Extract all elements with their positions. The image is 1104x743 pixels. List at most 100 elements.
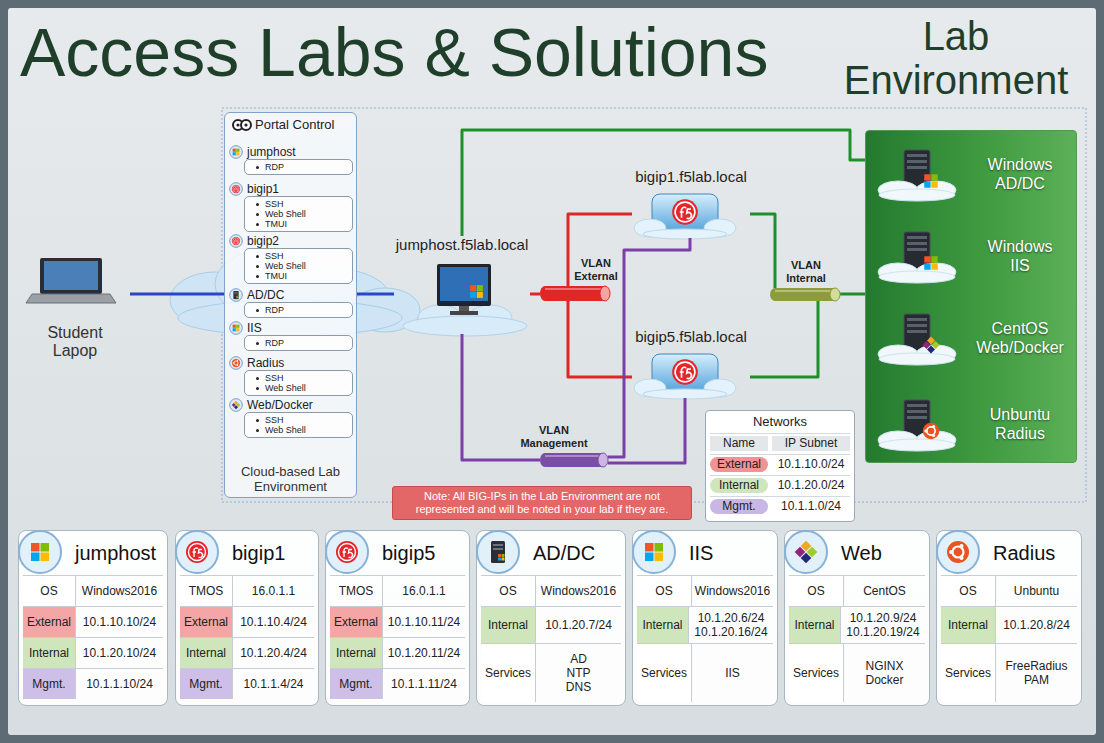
note-text: Note: All BIG-IPs in the Lab Environment… bbox=[399, 490, 685, 516]
network-link bbox=[608, 238, 690, 457]
server-icon bbox=[876, 146, 960, 202]
card-icon bbox=[474, 528, 522, 576]
table-row: Mgmt. 10.1.1.0/24 bbox=[710, 496, 850, 514]
access-method: SSH bbox=[265, 251, 349, 261]
field-name: Services bbox=[637, 644, 692, 702]
bullet-box: SSHWeb Shell bbox=[244, 370, 353, 396]
field-name: Mgmt. bbox=[23, 669, 76, 699]
student-laptop: Student Lapop bbox=[20, 250, 130, 370]
item-icon bbox=[229, 398, 243, 412]
bullet-box: SSHWeb ShellTMUI bbox=[244, 248, 353, 284]
portal-item: jumphostRDP bbox=[228, 145, 355, 175]
card-icon bbox=[630, 528, 678, 576]
vlan-cylinder: VLAN Internal bbox=[770, 288, 840, 301]
server-icon bbox=[876, 396, 960, 452]
network-link bbox=[530, 293, 540, 296]
host-node: bigip1.f5lab.local bbox=[632, 168, 750, 238]
value-cell: AD NTP DNS bbox=[536, 644, 621, 702]
host-card: jumphostOSWindows2016External10.1.10.10/… bbox=[18, 530, 168, 706]
item-heading: Radius bbox=[228, 356, 355, 370]
panel-footer: Cloud-based Lab Environment bbox=[225, 464, 356, 494]
field-value: 10.1.1.10/24 bbox=[86, 677, 153, 691]
subnet-value: 10.1.20.0/24 bbox=[772, 478, 850, 493]
access-method: Web Shell bbox=[265, 209, 349, 219]
card-icon bbox=[173, 528, 221, 576]
access-method: RDP bbox=[265, 305, 349, 315]
card-row: OSWindows2016 bbox=[23, 575, 163, 606]
host-name: bigip5.f5lab.local bbox=[632, 328, 750, 346]
portal-item: IISRDP bbox=[228, 321, 355, 351]
field-value: NGINX Docker bbox=[858, 659, 912, 687]
field-name: Services bbox=[789, 644, 844, 702]
field-name: Internal bbox=[941, 607, 996, 643]
server-group: Windows AD/DC Windows IIS CentOS Web/Docke… bbox=[865, 130, 1077, 463]
field-name: Internal bbox=[330, 638, 383, 668]
card-icon bbox=[323, 528, 371, 576]
access-method: SSH bbox=[265, 415, 349, 425]
card-row: Mgmt. 10.1.1.4/24 bbox=[180, 668, 314, 699]
card-row: External10.1.10.10/24 bbox=[23, 606, 163, 637]
card-heading: AD/DC bbox=[481, 541, 621, 565]
item-heading: bigip1 bbox=[228, 182, 355, 196]
card-row: Services IIS bbox=[637, 643, 773, 702]
access-method: RDP bbox=[265, 162, 349, 172]
server-icon bbox=[876, 310, 960, 366]
host-name: bigip1.f5lab.local bbox=[632, 168, 750, 186]
card-row: OSWindows2016 bbox=[637, 575, 773, 606]
field-name: External bbox=[180, 607, 233, 637]
column-header: Name bbox=[710, 436, 768, 451]
card-row: Internal10.1.20.11/24 bbox=[330, 637, 465, 668]
item-heading: bigip2 bbox=[228, 234, 355, 248]
table-row: Internal 10.1.20.0/24 bbox=[710, 475, 850, 493]
network-name: Mgmt. bbox=[710, 499, 768, 514]
field-name: Services bbox=[941, 644, 996, 702]
network-name: Internal bbox=[710, 478, 768, 493]
field-value: Windows2016 bbox=[541, 584, 616, 598]
field-name: External bbox=[23, 607, 76, 637]
card-icon bbox=[16, 528, 64, 576]
card-row: Services NGINX Docker bbox=[789, 643, 925, 702]
bullet-box: RDP bbox=[244, 302, 353, 318]
network-link bbox=[840, 293, 865, 296]
item-icon bbox=[229, 288, 243, 302]
card-heading: jumphost bbox=[23, 541, 163, 565]
field-value: Windows2016 bbox=[82, 584, 157, 598]
card-row: Internal10.1.20.9/24 10.1.20.19/24 bbox=[789, 606, 925, 643]
server-name: Windows AD/DC bbox=[973, 155, 1068, 193]
card-row: Internal10.1.20.7/24 bbox=[481, 606, 621, 643]
access-method: Web Shell bbox=[265, 383, 349, 393]
network-link bbox=[568, 214, 632, 286]
host-node: bigip5.f5lab.local bbox=[632, 328, 750, 398]
field-name: Internal bbox=[481, 607, 536, 643]
field-name: Mgmt. bbox=[330, 669, 383, 699]
server-node: Unbuntu Radius bbox=[872, 393, 1070, 455]
field-name: Internal bbox=[180, 638, 233, 668]
value-cell: 10.1.20.8/24 bbox=[996, 607, 1077, 643]
value-cell: CentOS bbox=[844, 576, 925, 606]
field-value: 10.1.1.4/24 bbox=[243, 677, 303, 691]
network-link bbox=[130, 293, 224, 296]
field-value: 10.1.20.9/24 10.1.20.19/24 bbox=[841, 611, 925, 639]
field-name: Mgmt. bbox=[180, 669, 233, 699]
card-heading: bigip1 bbox=[180, 541, 314, 565]
field-value: AD NTP DNS bbox=[559, 652, 599, 694]
value-cell: 10.1.20.4/24 bbox=[233, 638, 314, 668]
value-cell: 16.0.1.1 bbox=[383, 576, 465, 606]
value-cell: 10.1.20.11/24 bbox=[383, 638, 465, 668]
host-name: jumphost.f5lab.local bbox=[394, 236, 530, 254]
field-value: IIS bbox=[725, 666, 740, 680]
field-value: FreeRadius PAM bbox=[1001, 659, 1073, 687]
host-card: WebOSCentOSInternal10.1.20.9/24 10.1.20.… bbox=[784, 530, 930, 706]
table-heading: Networks bbox=[710, 414, 850, 430]
server-name: Windows IIS bbox=[983, 237, 1058, 275]
subnet-value: 10.1.1.0/24 bbox=[772, 499, 850, 514]
vlan-label: VLAN External bbox=[572, 257, 620, 283]
server-name: CentOS Web/Docker bbox=[970, 319, 1070, 357]
card-row: TMOS16.0.1.1 bbox=[330, 575, 465, 606]
value-cell: 10.1.10.11/24 bbox=[383, 607, 465, 637]
access-method: TMUI bbox=[265, 219, 349, 229]
portal-item: Web/DockerSSHWeb Shell bbox=[228, 398, 355, 438]
host-card: bigip1TMOS16.0.1.1External10.1.10.4/24In… bbox=[175, 530, 319, 706]
field-name: Services bbox=[481, 644, 536, 702]
